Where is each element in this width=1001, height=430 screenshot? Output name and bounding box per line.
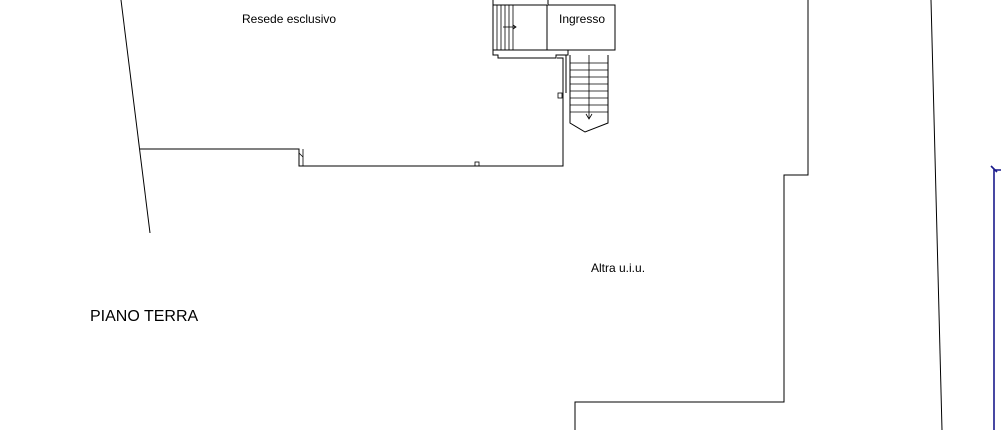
- label-entrance: Ingresso: [559, 12, 606, 26]
- yard-step-diagonal: [298, 152, 304, 158]
- label-floor: PIANO TERRA: [90, 308, 199, 325]
- yard-outline: [140, 57, 564, 167]
- label-other-unit: Altra u.i.u.: [591, 261, 646, 275]
- blue-boundary-line: [993, 169, 1001, 430]
- yard-marker-bottom: [474, 161, 480, 167]
- right-boundary-line: [930, 0, 943, 430]
- blue-boundary-tick: [990, 165, 998, 173]
- yard-marker-right: [557, 92, 563, 99]
- label-exclusive-yard: Resede esclusivo: [242, 12, 337, 26]
- entrance-arrow-head: [512, 24, 517, 30]
- stair-direction-arrow: [585, 113, 593, 120]
- stair-outline: [569, 55, 609, 133]
- entrance-outline: [492, 0, 616, 59]
- left-boundary-line: [120, 0, 151, 234]
- adjacent-unit-outline: [574, 0, 809, 430]
